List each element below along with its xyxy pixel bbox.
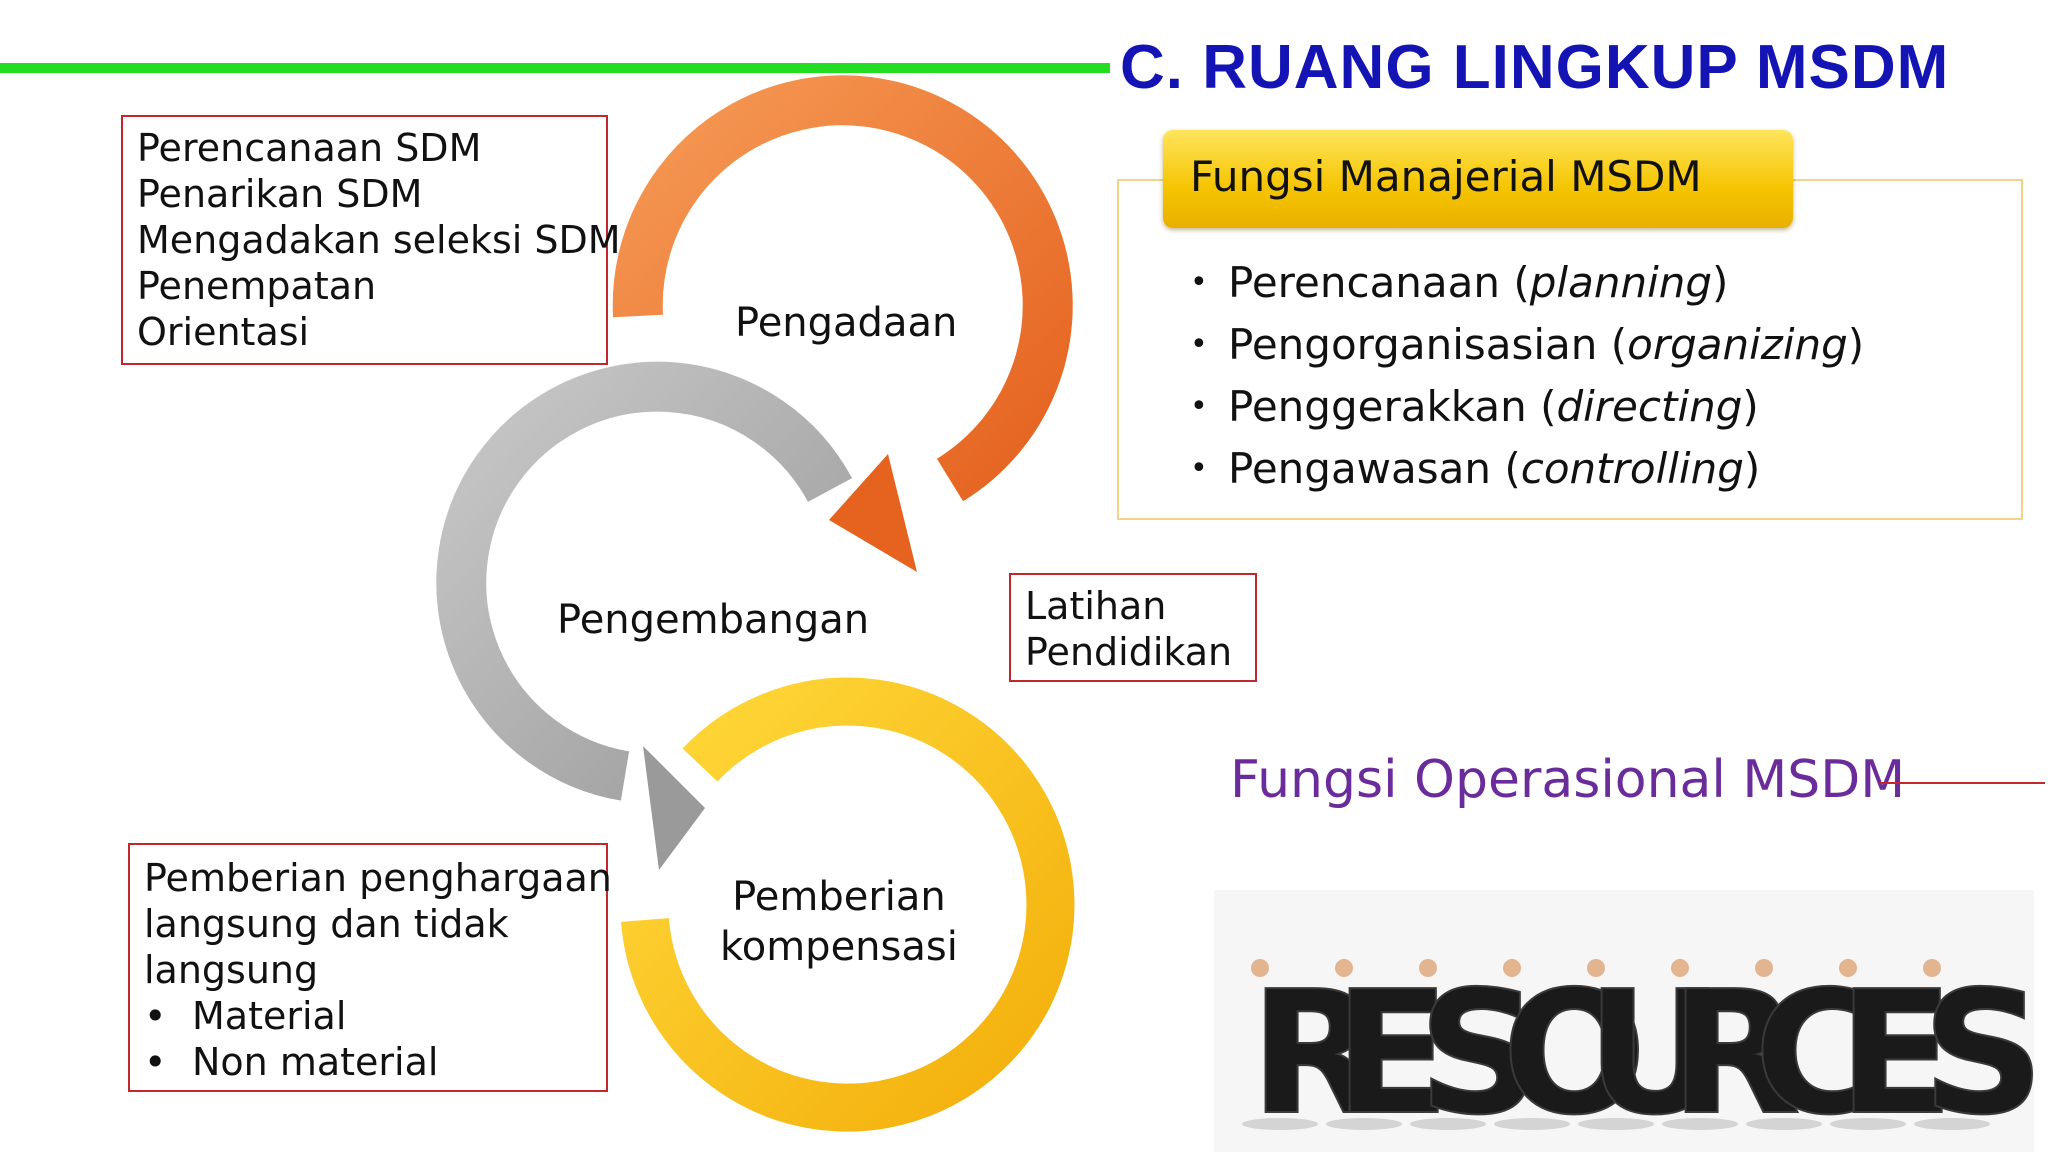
floor-shadow [1578,1118,1654,1130]
manajerial-item: • Pengawasan (controlling) [1190,438,1864,500]
pengembangan-arrow [436,361,853,801]
floor-shadow [1746,1118,1822,1130]
kompensasi-line: langsung [144,948,319,992]
floor-shadow [1242,1118,1318,1130]
pengadaan-item: Perencanaan SDM [137,126,482,170]
pengadaan-item: Mengadakan seleksi SDM [137,218,621,262]
kompensasi-bullet-item: • Non material [144,1039,592,1085]
person-head [1503,959,1521,977]
floor-shadow [1830,1118,1906,1130]
pengembangan-label: Pengembangan [557,597,870,643]
person-head [1923,959,1941,977]
floor-shadow [1410,1118,1486,1130]
pengembangan-item: Latihan [1025,584,1167,628]
manajerial-item-term: directing [1556,382,1743,431]
person-letter: S [1922,955,2034,1152]
pengadaan-item: Orientasi [137,310,310,354]
manajerial-item-term: organizing [1627,320,1848,369]
kompensasi-bullet-text: Non material [192,1040,439,1084]
person-letter: R [1670,955,1801,1152]
manajerial-item-text: Pengawasan ( [1228,444,1521,493]
pengadaan-items-box: Perencanaan SDM Penarikan SDM Mengadakan… [121,115,621,365]
kompensasi-label-line1: Pemberian [732,874,946,920]
manajerial-item: • Perencanaan (planning) [1190,252,1864,314]
bullet-icon: • [1190,389,1208,424]
person-head [1839,959,1857,977]
manajerial-panel [1117,179,2023,520]
bullet-icon: • [144,994,167,1038]
person-head [1251,959,1269,977]
pengembangan-item: Pendidikan [1025,630,1233,674]
slide-title: C. RUANG LINGKUP MSDM [1120,33,1950,102]
bullet-icon: • [1190,265,1208,300]
accent-line [0,63,1110,73]
person-letter: E [1334,955,1450,1152]
bullet-icon: • [1190,327,1208,362]
operasional-title: Fungsi Operasional MSDM [1230,750,1906,810]
person-head [1755,959,1773,977]
person-head [1419,959,1437,977]
floor-shadow [1326,1118,1402,1130]
kompensasi-label: Pemberian kompensasi [720,872,958,972]
manajerial-item: • Pengorganisasian (organizing) [1190,314,1864,376]
bullet-icon: • [144,1040,167,1084]
person-head [1587,959,1605,977]
pengadaan-item: Penempatan [137,264,377,308]
manajerial-title: Fungsi Manajerial MSDM [1190,152,1702,201]
pengembangan-arrowhead [643,746,705,870]
manajerial-item: • Penggerakkan (directing) [1190,376,1864,438]
pengadaan-arrowhead [829,454,917,572]
operasional-line [1880,782,2045,784]
kompensasi-items-box: Pemberian penghargaan langsung dan tidak… [128,843,612,1092]
pengembangan-items-box: Latihan Pendidikan [1009,573,1257,682]
pengadaan-label: Pengadaan [735,300,958,346]
kompensasi-line: Pemberian penghargaan [144,856,612,900]
floor-shadow [1914,1118,1990,1130]
kompensasi-label-line2: kompensasi [720,924,958,970]
person-letter: O [1502,955,1647,1152]
pengadaan-arrow [612,75,1073,502]
manajerial-item-text: Pengorganisasian ( [1228,320,1628,369]
kompensasi-bullet-text: Material [192,994,347,1038]
floor-shadow [1494,1118,1570,1130]
kompensasi-ring [621,677,1075,1132]
manajerial-list: • Perencanaan (planning) • Pengorganisas… [1190,252,1864,500]
bullet-icon: • [1190,451,1208,486]
floor-shadow [1662,1118,1738,1130]
kompensasi-line: langsung dan tidak [144,902,509,946]
person-head [1671,959,1689,977]
manajerial-item-text: Penggerakkan ( [1228,382,1557,431]
manajerial-item-term: planning [1529,258,1713,307]
manajerial-header [1163,130,1793,228]
manajerial-item-close: ) [1742,382,1759,431]
manajerial-item-term: controlling [1520,444,1744,493]
pengadaan-item: Penarikan SDM [137,172,423,216]
person-letter: S [1418,955,1540,1152]
manajerial-item-close: ) [1712,258,1729,307]
manajerial-item-text: Perencanaan ( [1228,258,1530,307]
manajerial-item-close: ) [1847,320,1865,369]
person-head [1335,959,1353,977]
kompensasi-bullet-item: • Material [144,993,592,1039]
manajerial-item-close: ) [1743,444,1761,493]
